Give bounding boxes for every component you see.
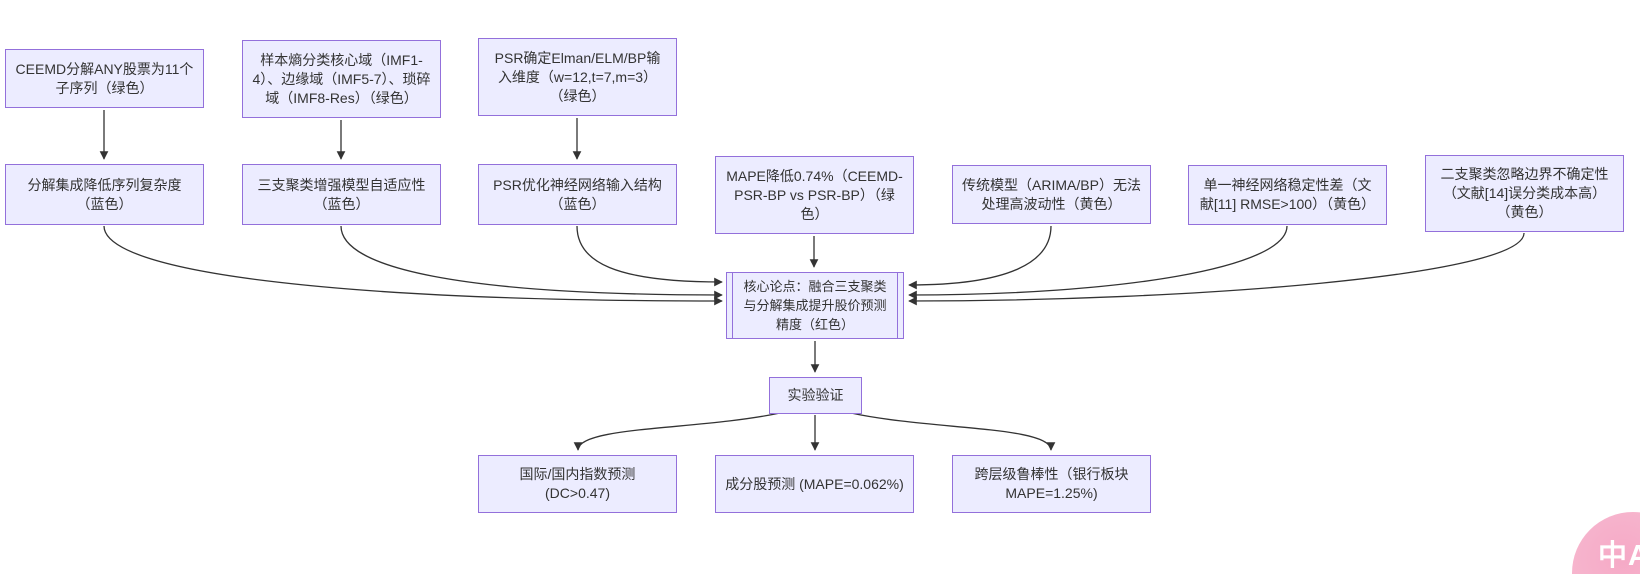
edge-psropt-to-core bbox=[576, 225, 723, 287]
edge-cluster-to-core bbox=[340, 225, 723, 300]
node-decompose-ensemble: 分解集成降低序列复杂度（蓝色） bbox=[5, 164, 204, 225]
node-sample-entropy-label: 样本熵分类核心域（IMF1-4）、边缘域（IMF5-7）、琐碎域（IMF8-Re… bbox=[252, 51, 431, 106]
translate-icon: 中A bbox=[1598, 540, 1640, 572]
node-index-prediction-label: 国际/国内指数预测 (DC>0.47) bbox=[519, 466, 636, 501]
node-robustness: 跨层级鲁棒性（银行板块MAPE=1.25%) bbox=[952, 455, 1151, 513]
node-experiment-label: 实验验证 bbox=[787, 387, 844, 403]
node-stock-prediction-label: 成分股预测 (MAPE=0.062%) bbox=[725, 475, 904, 492]
node-ceemd-decompose: CEEMD分解ANY股票为11个子序列（绿色） bbox=[5, 49, 204, 108]
node-experiment: 实验验证 bbox=[769, 377, 862, 414]
edge-experiment-to-robust bbox=[850, 412, 1056, 451]
node-core-thesis: 核心论点：融合三支聚类与分解集成提升股价预测精度（红色） bbox=[726, 272, 904, 339]
edge-decompose-to-core bbox=[103, 225, 723, 306]
node-traditional-model: 传统模型（ARIMA/BP）无法处理高波动性（黄色） bbox=[952, 165, 1151, 224]
node-sample-entropy: 样本熵分类核心域（IMF1-4）、边缘域（IMF5-7）、琐碎域（IMF8-Re… bbox=[242, 40, 441, 118]
node-stock-prediction: 成分股预测 (MAPE=0.062%) bbox=[715, 455, 914, 513]
edge-experiment-to-index bbox=[573, 412, 781, 451]
node-two-way-cluster: 二支聚类忽略边界不确定性（文献[14]误分类成本高）（黄色） bbox=[1425, 155, 1624, 232]
node-index-prediction: 国际/国内指数预测 (DC>0.47) bbox=[478, 455, 677, 513]
edge-singlenn-to-core bbox=[908, 225, 1288, 300]
edge-traditional-to-core bbox=[908, 225, 1052, 290]
node-single-nn-label: 单一神经网络稳定性差（文献[11] RMSE>100）（黄色） bbox=[1199, 177, 1376, 212]
node-psr-dimension-label: PSR确定Elman/ELM/BP输入维度（w=12,t=7,m=3）（绿色） bbox=[494, 49, 661, 104]
node-ceemd-decompose-label: CEEMD分解ANY股票为11个子序列（绿色） bbox=[15, 60, 194, 96]
edge-twoway-to-core bbox=[908, 232, 1525, 306]
node-three-way-cluster: 三支聚类增强模型自适应性（蓝色） bbox=[242, 164, 441, 225]
node-mape-reduction: MAPE降低0.74%（CEEMD-PSR-BP vs PSR-BP）（绿色） bbox=[715, 156, 914, 234]
node-robustness-label: 跨层级鲁棒性（银行板块MAPE=1.25%) bbox=[974, 466, 1129, 501]
subroutine-line-right bbox=[897, 273, 898, 338]
node-three-way-cluster-label: 三支聚类增强模型自适应性（蓝色） bbox=[257, 176, 426, 212]
node-psr-optimize-label: PSR优化神经网络输入结构（蓝色） bbox=[493, 176, 662, 212]
node-single-nn: 单一神经网络稳定性差（文献[11] RMSE>100）（黄色） bbox=[1188, 165, 1387, 225]
translate-button[interactable]: 中A bbox=[1572, 512, 1640, 574]
node-traditional-model-label: 传统模型（ARIMA/BP）无法处理高波动性（黄色） bbox=[962, 176, 1141, 212]
node-mape-reduction-label: MAPE降低0.74%（CEEMD-PSR-BP vs PSR-BP）（绿色） bbox=[726, 167, 903, 222]
node-psr-dimension: PSR确定Elman/ELM/BP输入维度（w=12,t=7,m=3）（绿色） bbox=[478, 38, 677, 116]
node-psr-optimize: PSR优化神经网络输入结构（蓝色） bbox=[478, 164, 677, 225]
node-two-way-cluster-label: 二支聚类忽略边界不确定性（文献[14]误分类成本高）（黄色） bbox=[1440, 166, 1609, 220]
node-core-thesis-label: 核心论点：融合三支聚类与分解集成提升股价预测精度（红色） bbox=[743, 279, 887, 332]
subroutine-line-left bbox=[732, 273, 733, 338]
node-decompose-ensemble-label: 分解集成降低序列复杂度（蓝色） bbox=[27, 176, 182, 212]
